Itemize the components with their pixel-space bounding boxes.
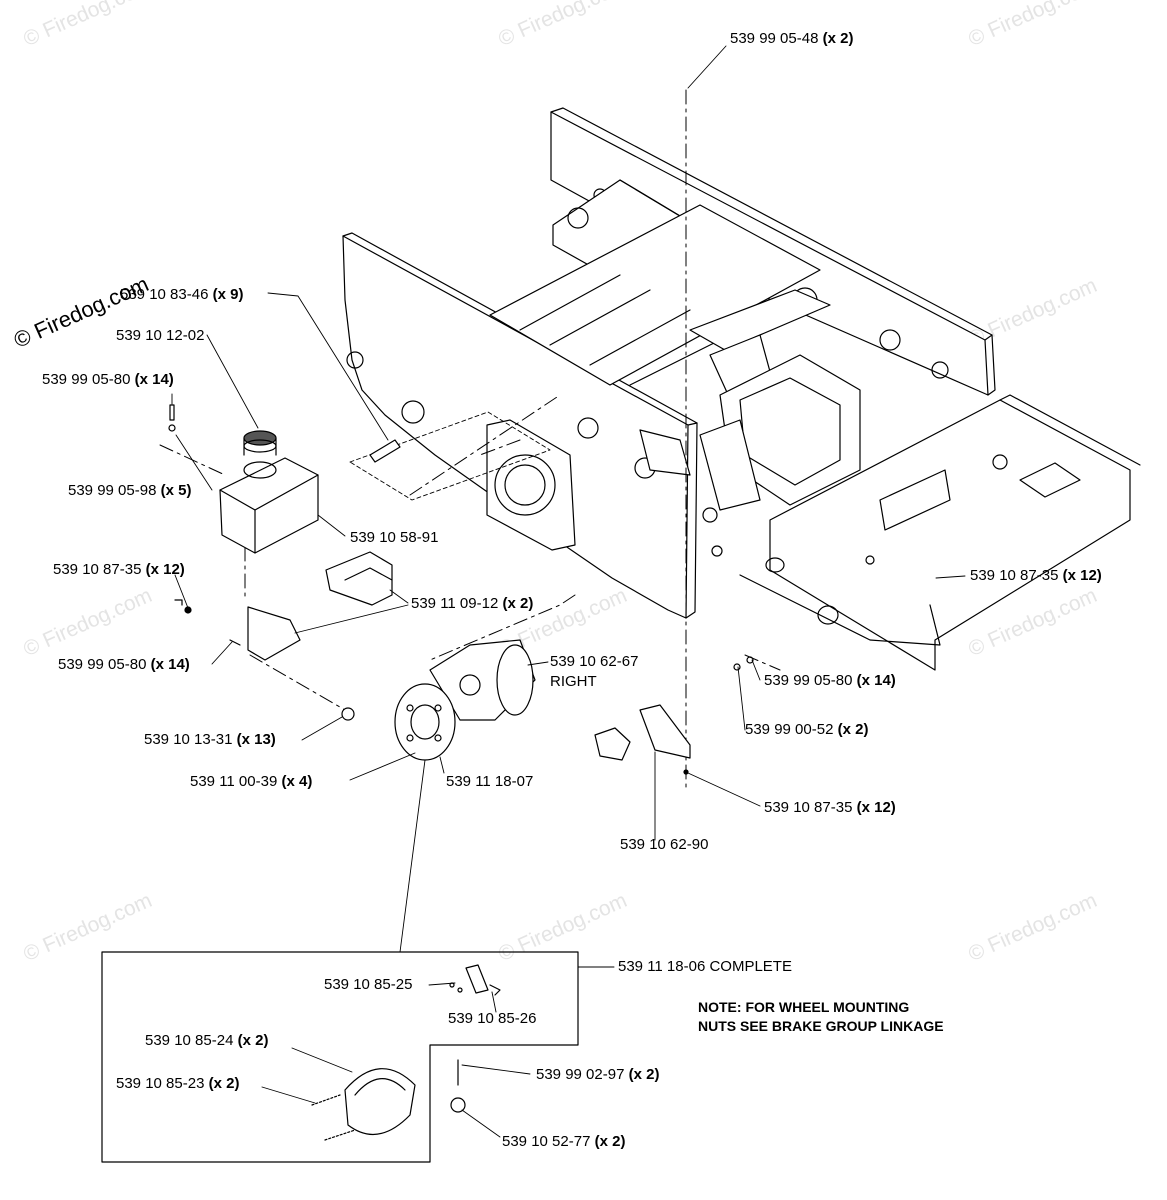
callout-label: 539 99 05-80 (x 14) <box>764 672 896 689</box>
callout-label: 539 10 58-91 <box>350 529 439 546</box>
callout-label: 539 10 12-02 <box>116 327 205 344</box>
callout-label: 539 10 52-77 (x 2) <box>502 1133 626 1150</box>
valve-assembly <box>594 656 754 775</box>
callout-label: 539 10 62-67 <box>550 653 639 670</box>
callout-label: 539 10 13-31 (x 13) <box>144 731 276 748</box>
brackets <box>174 551 393 661</box>
callout-label: 539 99 05-48 (x 2) <box>730 30 854 47</box>
callout-label: 539 99 05-80 (x 14) <box>58 656 190 673</box>
callout-label: 539 10 85-24 (x 2) <box>145 1032 269 1049</box>
callout-label: 539 11 09-12 (x 2) <box>411 595 534 612</box>
callout-label: 539 11 18-06 COMPLETE <box>618 958 792 975</box>
callout-label: 539 99 00-52 (x 2) <box>745 721 869 738</box>
callout-label: RIGHT <box>550 673 597 690</box>
callout-label: 539 10 83-46 (x 9) <box>120 286 244 303</box>
note-line-1: NOTE: FOR WHEEL MOUNTING <box>698 999 910 1015</box>
callout-label: 539 99 02-97 (x 2) <box>536 1066 660 1083</box>
callout-label: 539 10 62-90 <box>620 836 709 853</box>
mounting-note: NOTE: FOR WHEEL MOUNTING NUTS SEE BRAKE … <box>698 998 944 1036</box>
callout-label: 539 10 87-35 (x 12) <box>970 567 1102 584</box>
callout-label: 539 10 87-35 (x 12) <box>764 799 896 816</box>
callout-label: 539 11 18-07 <box>446 773 534 790</box>
callout-label: 539 10 87-35 (x 12) <box>53 561 185 578</box>
leader-lines <box>171 45 966 1138</box>
hydraulic-tank <box>168 404 319 554</box>
callout-label: 539 10 85-23 (x 2) <box>116 1075 240 1092</box>
callout-label: 539 99 05-80 (x 14) <box>42 371 174 388</box>
callout-label: 539 99 05-98 (x 5) <box>68 482 192 499</box>
brake-assembly-box <box>101 951 579 1163</box>
note-line-2: NUTS SEE BRAKE GROUP LINKAGE <box>698 1018 944 1034</box>
wheel-motor <box>341 639 536 761</box>
callout-label: 539 11 00-39 (x 4) <box>190 773 313 790</box>
main-frame <box>159 89 1141 791</box>
callout-label: 539 10 85-26 <box>448 1010 537 1027</box>
callout-label: 539 10 85-25 <box>324 976 413 993</box>
